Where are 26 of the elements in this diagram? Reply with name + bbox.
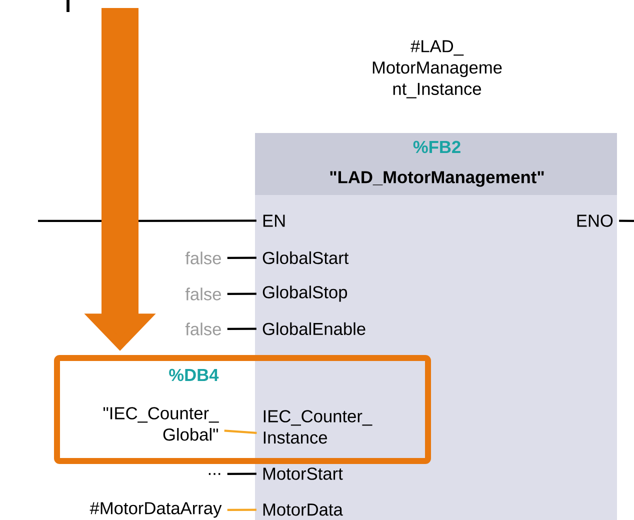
pin-label: ENO bbox=[577, 214, 613, 227]
data-block-address: %DB4 bbox=[169, 368, 219, 382]
pin-label: MotorStart bbox=[263, 468, 343, 480]
parameter-label: false bbox=[185, 288, 221, 300]
wire bbox=[227, 328, 256, 330]
pin-label: GlobalStop bbox=[262, 286, 348, 302]
pin-label: GlobalEnable bbox=[262, 322, 366, 336]
parameter-label: #MotorDataArray bbox=[90, 502, 222, 518]
pin-label: GlobalStart bbox=[262, 251, 349, 264]
parameter-label: false bbox=[185, 252, 221, 264]
wire bbox=[227, 292, 256, 296]
pin-label: MotorData bbox=[263, 504, 343, 516]
highlight-frame bbox=[54, 355, 431, 464]
pin-label: IEC_Counter_ Instance bbox=[264, 410, 372, 444]
wire bbox=[227, 256, 256, 260]
parameter-label: "IEC_Counter_ Global" bbox=[103, 407, 219, 441]
parameter-label: false bbox=[185, 322, 221, 336]
wire bbox=[227, 508, 256, 512]
wire bbox=[619, 220, 634, 222]
wire bbox=[224, 430, 257, 434]
parameter-label: ... bbox=[208, 473, 220, 475]
pin-label: EN bbox=[263, 214, 285, 227]
instance-name: #LAD_ MotorManageme nt_Instance bbox=[372, 40, 502, 98]
block-name: "LAD_MotorManagement" bbox=[330, 171, 544, 187]
block-address: %FB2 bbox=[413, 140, 460, 154]
wire bbox=[227, 472, 256, 476]
